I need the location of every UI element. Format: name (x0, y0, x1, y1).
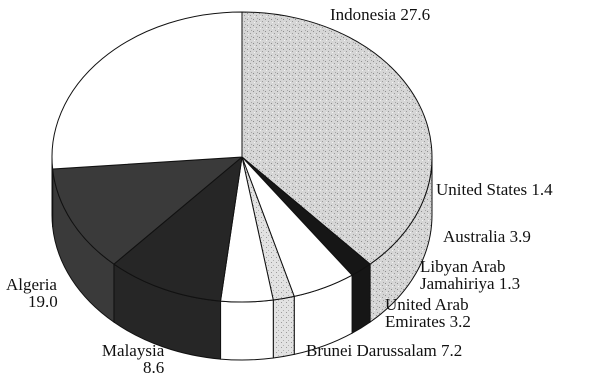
slice-side-united-arab-emirates (220, 299, 274, 361)
label-malaysia: Malaysia 8.6 (101, 341, 165, 377)
label-indonesia: Indonesia 27.6 (330, 5, 431, 24)
slice-malaysia (52, 156, 243, 265)
label-australia: Australia 3.9 (443, 227, 531, 246)
label-united-arab-emirates: United Arab Emirates 3.2 (385, 295, 471, 331)
slice-indonesia (241, 11, 433, 265)
label-libyan-arab-jamahiriya: Libyan Arab Jamahiriya 1.3 (420, 257, 521, 293)
slice-side-united-states (351, 263, 371, 335)
slice-side-libyan-arab-jamahiriya (272, 295, 295, 359)
slice-brunei-darussalam (113, 156, 243, 302)
label-brunei-darussalam: Brunei Darussalam 7.2 (306, 341, 463, 360)
label-united-states: United States 1.4 (436, 180, 553, 199)
slice-algeria (51, 11, 243, 170)
label-algeria: Algeria 19.0 (6, 275, 58, 311)
